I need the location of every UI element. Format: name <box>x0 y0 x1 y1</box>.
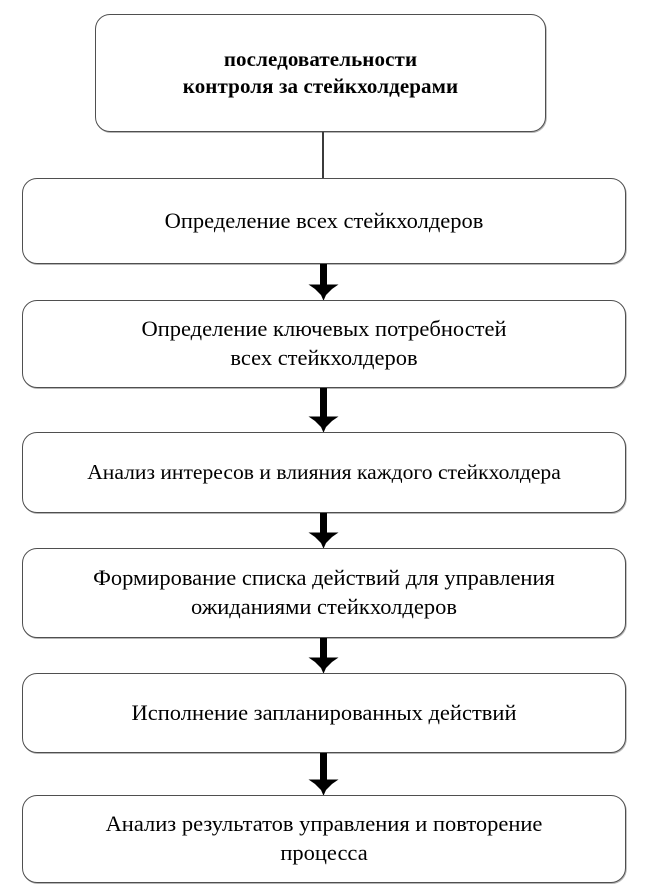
flowchart-node-step-4: Формирование списка действий для управле… <box>22 548 626 638</box>
flowchart-node-step-5: Исполнение запланированных действий <box>22 673 626 753</box>
arrow-step-2-to-step-3 <box>308 388 339 433</box>
flowchart-node-step-1-label: Определение всех стейкхолдеров <box>164 207 484 233</box>
flowchart-node-step-3-label: Анализ интересов и влияния каждого стейк… <box>87 459 561 484</box>
arrow-step-4-to-step-5 <box>308 638 339 674</box>
flowchart-node-title-label: последовательности контроля за стейкхолд… <box>182 47 459 98</box>
flowchart-node-step-5-label: Исполнение запланированных действий <box>131 699 517 725</box>
arrow-step-3-to-step-4 <box>308 513 339 549</box>
flowchart-node-step-6-label: Анализ результатов управления и повторен… <box>105 811 543 865</box>
flowchart-node-step-2-label: Определение ключевых потребностей всех с… <box>141 316 507 370</box>
flowchart-node-title: последовательности контроля за стейкхолд… <box>95 14 546 132</box>
flowchart-node-step-2: Определение ключевых потребностей всех с… <box>22 300 626 388</box>
arrow-step-5-to-step-6 <box>308 753 339 796</box>
arrow-step-1-to-step-2 <box>308 264 339 301</box>
flowchart-node-step-4-label: Формирование списка действий для управле… <box>93 565 555 619</box>
flowchart-node-step-1: Определение всех стейкхолдеров <box>22 178 626 264</box>
flowchart-node-step-6: Анализ результатов управления и повторен… <box>22 795 626 883</box>
connector-title-to-step-1 <box>322 132 324 179</box>
flowchart-node-step-3: Анализ интересов и влияния каждого стейк… <box>22 432 626 513</box>
